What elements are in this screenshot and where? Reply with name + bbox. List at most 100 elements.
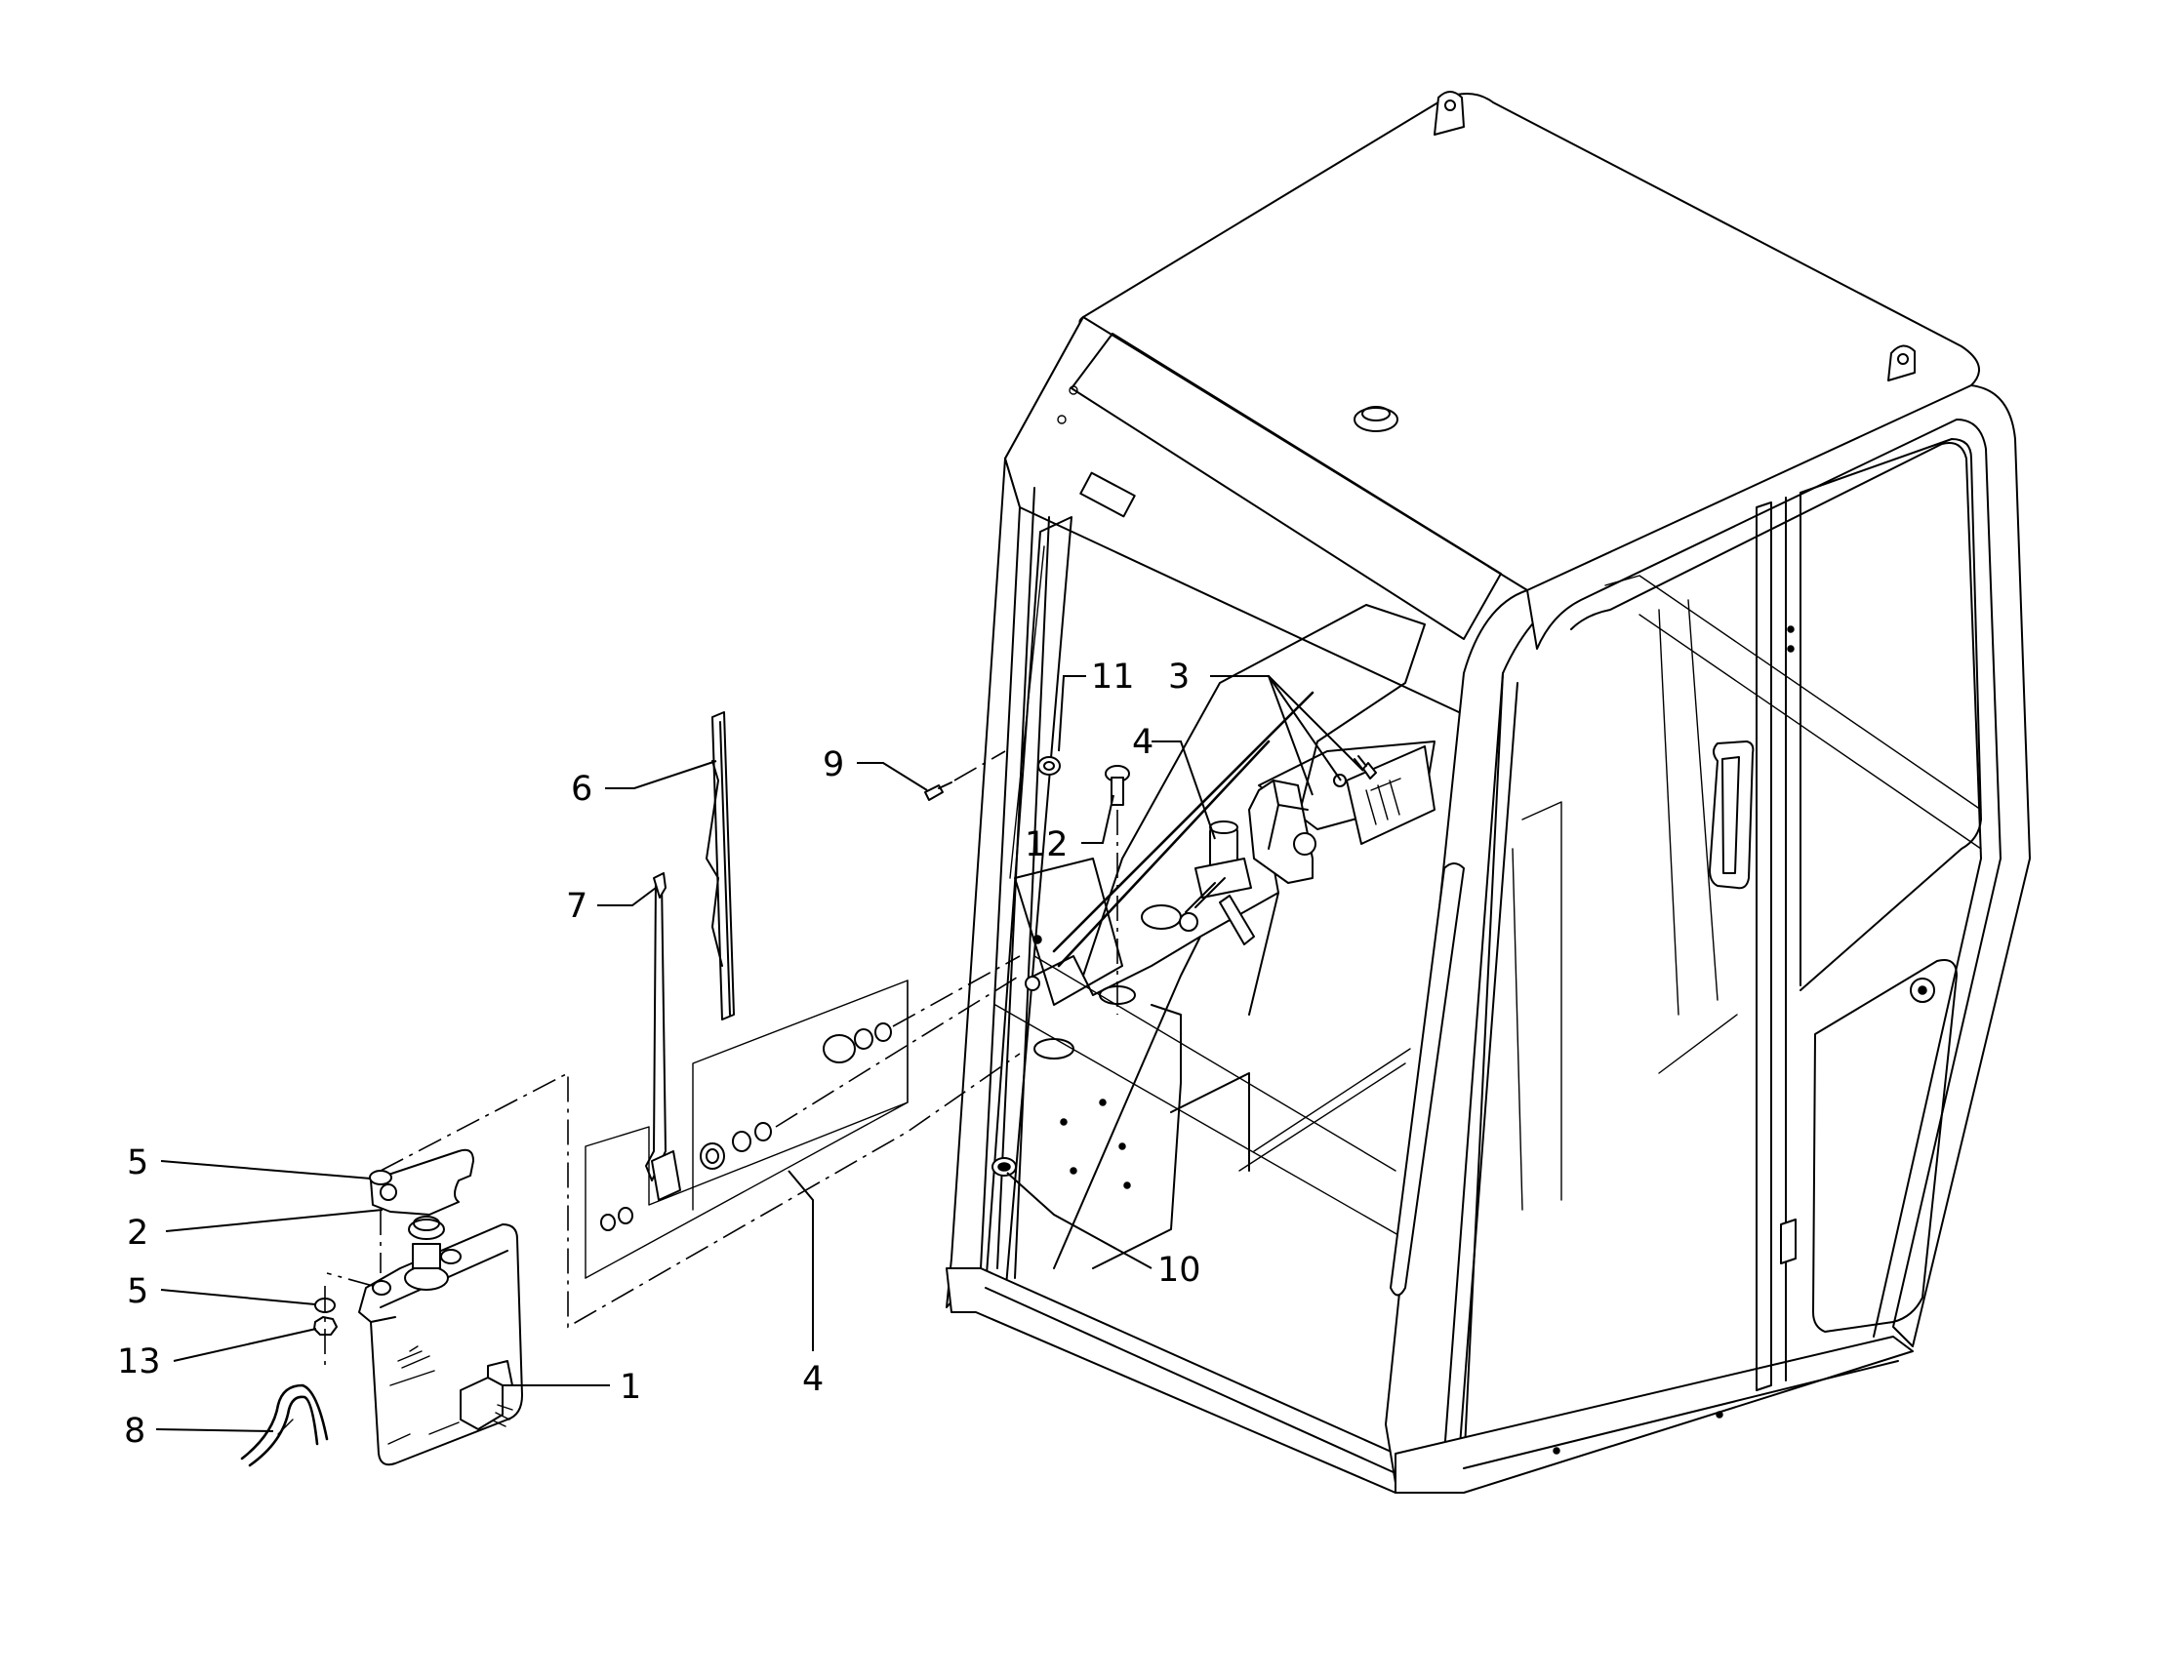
grommet-part-11: [1037, 756, 1061, 776]
cab-bottom-sill-front-line: [1463, 1360, 1899, 1469]
leader-3b: [1268, 675, 1364, 772]
door-frame-dot-1: [1787, 625, 1795, 633]
wiper-mount-box: [1346, 745, 1436, 845]
wiper-kit-panel-part-4: [585, 955, 1021, 1279]
wiper-motor-spindle: [1179, 912, 1198, 932]
cover-bracket-knob: [1293, 832, 1316, 856]
interior-console: [1033, 936, 1201, 1269]
callout-10: 10: [1157, 1251, 1201, 1290]
washer-hose-part-8: [240, 1383, 329, 1467]
bolt-part-12: [1105, 765, 1130, 1015]
leader-8: [155, 1428, 274, 1432]
leader-3a: [1210, 675, 1314, 796]
interior-dot-4: [1070, 1167, 1077, 1175]
washer-tank-neck: [404, 1265, 449, 1291]
washer-hose-inner: [248, 1395, 319, 1467]
cover-bracket: [1248, 780, 1314, 884]
pillar-hole-top: [1032, 935, 1042, 944]
leader-9: [857, 762, 928, 791]
wiper-motor-cap: [1209, 820, 1238, 834]
assembly-line-tank-bracket: [326, 1272, 374, 1287]
door-frame-dot-2: [1787, 645, 1795, 653]
bolt-12-shank: [1111, 777, 1124, 806]
wiper-blade-rubber: [706, 721, 731, 1016]
washer-nut-1-inner: [706, 1148, 719, 1164]
callout-5-top: 5: [127, 1143, 148, 1182]
kit-panel-outline: [585, 980, 909, 1279]
wiper-motor-stripe: [1052, 691, 1314, 953]
cab-bottom-sill-front: [1395, 1336, 1914, 1494]
leader-4-bottom: [788, 1170, 814, 1351]
interior-round-1: [1033, 1038, 1074, 1060]
washer-5-upper: [369, 1170, 392, 1185]
callout-7: 7: [566, 887, 587, 926]
lifting-eye-rear-hole: [1444, 100, 1456, 111]
leader-5-bottom: [160, 1289, 316, 1305]
grommet-part-10: [991, 1157, 1017, 1177]
assembly-line-tank-to-panel: [380, 1053, 1021, 1329]
interior-dot-5: [1123, 1181, 1131, 1189]
wiper-arm-tip: [653, 872, 667, 899]
cab-floor-ledge: [1238, 1048, 1411, 1172]
cab-interior-frame: [1604, 575, 1982, 1074]
tank-bracket-part-2: [313, 1148, 474, 1371]
leader-2: [165, 1209, 384, 1232]
door-lock-core: [1918, 985, 1927, 995]
washer-tank-mount-hole: [372, 1280, 391, 1296]
leader-5-top: [160, 1160, 372, 1180]
washer-pump-connector: [487, 1360, 513, 1386]
callout-leaders: [155, 675, 1364, 1432]
washer-tank-part-1: [358, 1216, 523, 1466]
cab-door-frame: [1756, 501, 1772, 1391]
washer-tank-hatch: [387, 1345, 460, 1445]
door-handle: [1709, 740, 1755, 890]
small-nut-1: [600, 1214, 616, 1231]
callout-3: 3: [1168, 658, 1190, 697]
wiper-motor-arm: [1219, 895, 1255, 945]
grommet-11-inner: [1043, 761, 1055, 771]
leader-13: [173, 1328, 317, 1362]
cab-interior-right-panel: [1512, 801, 1562, 1211]
wiper-blade: [711, 711, 735, 1020]
kit-panel-front: [585, 980, 909, 1279]
washer-tank-cap-top: [413, 1216, 440, 1231]
kit-axis-line-1: [775, 975, 1021, 1128]
roof-vent-cap: [1361, 406, 1391, 421]
callout-13: 13: [117, 1342, 161, 1381]
door-hinge: [1780, 1219, 1797, 1264]
interior-rear-box-step: [1092, 892, 1279, 1269]
leader-3c: [1268, 675, 1342, 781]
wiper-mount-bracket: [1258, 740, 1436, 830]
leader-11: [1058, 675, 1086, 752]
cab-bottom-sill-line: [985, 1287, 1396, 1474]
operator-cab: [946, 91, 2031, 1494]
cab-bottom-sill-left: [946, 1267, 1396, 1494]
callout-1: 1: [620, 1368, 641, 1407]
callout-6: 6: [571, 770, 592, 809]
interior-dot-1: [1099, 1099, 1107, 1106]
cab-side-arch-inner: [1570, 442, 1982, 1338]
wiper-motor-bracket: [1194, 858, 1252, 899]
cab-interior-glass-line: [994, 955, 1406, 1240]
screw-part-9: [924, 750, 1006, 801]
beam-bolt-1: [1069, 385, 1078, 395]
callout-8: 8: [124, 1412, 145, 1451]
beam-bolt-2: [1057, 415, 1067, 424]
washer-hose: [240, 1383, 329, 1460]
washer-pump-wires: [492, 1404, 513, 1427]
rear-latch: [1079, 471, 1136, 518]
small-nut-2: [618, 1207, 633, 1224]
cover-bracket-edge: [1268, 780, 1309, 850]
interior-dot-2: [1060, 1118, 1068, 1126]
wiper-motor-stripe-2: [1057, 740, 1271, 968]
callout-2: 2: [127, 1214, 148, 1253]
washer-nut-1: [700, 1142, 725, 1170]
wiper-motor-assembly: [1179, 820, 1255, 945]
kit-axis-line-2: [892, 955, 1021, 1027]
grommet-10-inner: [997, 1162, 1011, 1172]
washer-5: [874, 1022, 892, 1042]
tank-bracket-hole: [380, 1183, 397, 1201]
callout-4-bottom: 4: [802, 1360, 824, 1399]
callout-labels: 1 2 3 4 4 5 5 6 7 8 9 10 11 12 13: [117, 658, 1201, 1451]
